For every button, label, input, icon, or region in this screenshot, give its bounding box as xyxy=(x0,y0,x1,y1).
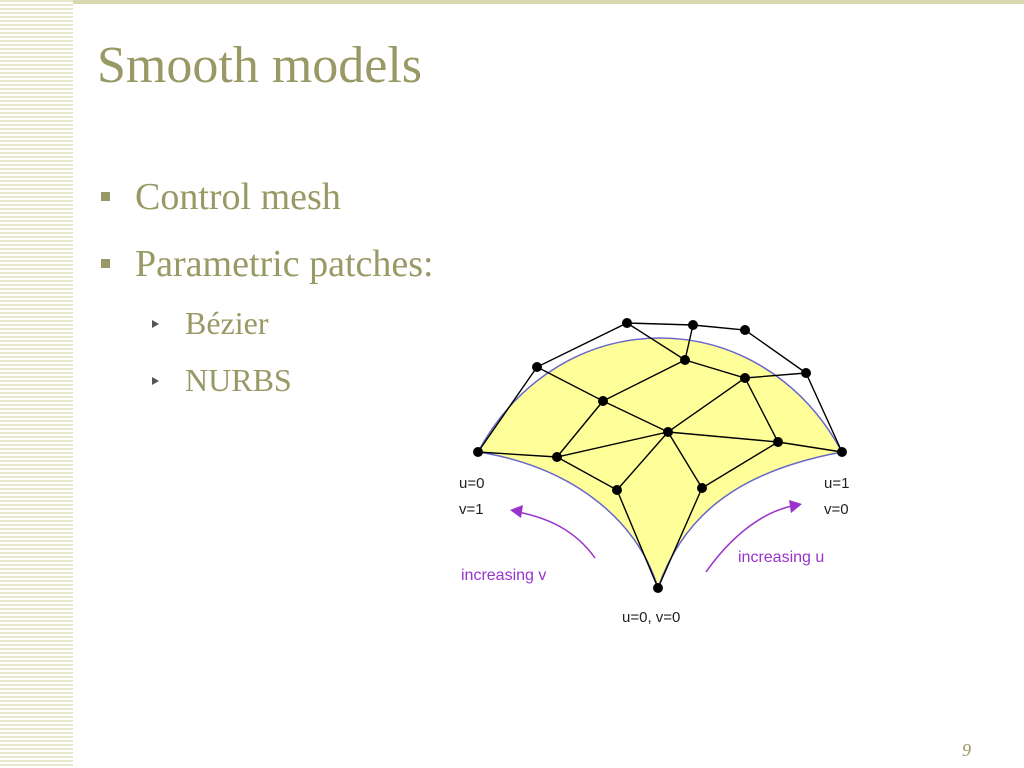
bullet-text: Parametric patches: xyxy=(135,243,434,285)
label-increasing-u: increasing u xyxy=(738,549,824,566)
square-bullet-icon xyxy=(101,191,110,201)
arrow-increasing-u xyxy=(705,500,802,573)
arrow-increasing-v xyxy=(510,505,596,559)
top-rule xyxy=(73,0,1024,4)
label-origin: u=0, v=0 xyxy=(622,609,680,626)
label-right-v: v=0 xyxy=(824,501,849,518)
label-left-u: u=0 xyxy=(459,475,484,492)
label-increasing-v: increasing v xyxy=(461,567,546,584)
sub-bullet-text: NURBS xyxy=(185,362,292,398)
bullet-item: Parametric patches: xyxy=(101,245,434,283)
triangle-bullet-icon xyxy=(152,376,159,385)
triangle-bullet-icon xyxy=(152,319,159,328)
patch-surface xyxy=(476,337,844,591)
slide-title: Smooth models xyxy=(97,37,423,94)
bezier-patch-diagram: u=0 v=1 u=1 v=0 u=0, v=0 increasing v in… xyxy=(459,318,849,626)
sub-bullet-text: Bézier xyxy=(185,305,269,341)
label-right-u: u=1 xyxy=(824,475,849,492)
sub-bullet-item: NURBS xyxy=(152,364,292,396)
control-points xyxy=(473,318,847,593)
label-left-v: v=1 xyxy=(459,501,484,518)
square-bullet-icon xyxy=(101,258,110,268)
page-number: 9 xyxy=(962,740,971,760)
sub-bullet-item: Bézier xyxy=(152,307,269,339)
bullet-text: Control mesh xyxy=(135,176,341,218)
decorative-stripe-bar xyxy=(0,0,73,768)
bullet-item: Control mesh xyxy=(101,178,341,216)
